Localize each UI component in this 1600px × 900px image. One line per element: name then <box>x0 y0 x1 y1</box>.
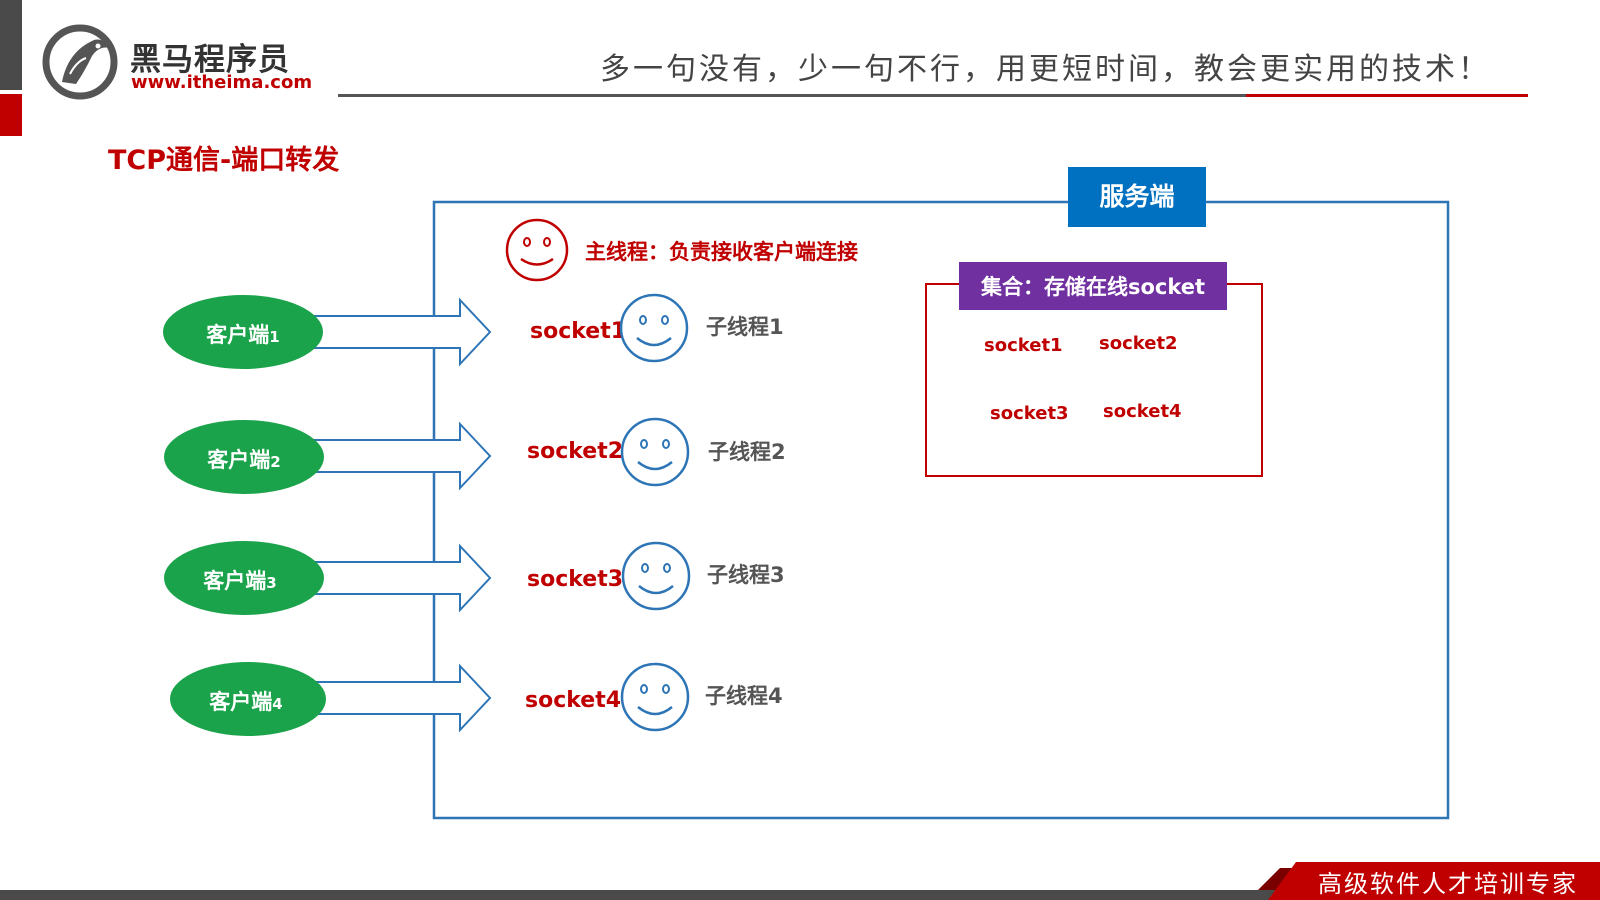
brand-url: www.itheima.com <box>131 72 313 93</box>
client-3-name: 客户端 <box>203 569 266 593</box>
footer-tagline: 高级软件人才培训专家 <box>1318 870 1578 898</box>
client-row-1: 客户端1 socket1 子线程1 <box>163 293 784 369</box>
main-thread-face-icon <box>505 218 569 282</box>
client-row-4: 客户端4 socket4 子线程4 <box>170 662 783 736</box>
server-label: 服务端 <box>1099 182 1174 211</box>
client-2-node <box>164 420 324 494</box>
client-2-name: 客户端 <box>207 448 270 472</box>
header-rule <box>338 94 1246 97</box>
client-2-arrow <box>309 423 491 489</box>
thread-1-face-icon <box>619 293 689 363</box>
collection-item-1: socket1 <box>984 335 1063 356</box>
header-rule-accent <box>1246 94 1528 97</box>
client-4-num: 4 <box>272 695 282 713</box>
server-label-box <box>1068 167 1206 227</box>
footer-bar <box>0 890 1600 900</box>
server-box <box>432 200 1450 820</box>
collection-item-4: socket4 <box>1103 401 1182 422</box>
client-row-3: 客户端3 socket3 子线程3 <box>164 541 785 615</box>
client-4-node <box>170 662 326 736</box>
main-thread-label: 主线程：负责接收客户端连接 <box>585 240 858 264</box>
client-1-num: 1 <box>269 328 279 346</box>
thread-3-face-icon <box>621 541 691 611</box>
thread-3-label: 子线程3 <box>707 563 785 587</box>
client-3-socket: socket3 <box>527 567 623 592</box>
client-1-node <box>163 295 323 369</box>
collection-box <box>925 283 1263 477</box>
brand-name: 黑马程序员 <box>130 42 290 78</box>
svg-text:客户端1: 客户端1 <box>206 323 279 347</box>
collection-item-2: socket2 <box>1099 333 1178 354</box>
collection-title-box <box>959 262 1227 310</box>
client-1-socket: socket1 <box>530 319 626 344</box>
thread-4-face-icon <box>620 662 690 732</box>
collection-title: 集合：存储在线socket <box>980 275 1205 299</box>
side-accent-gray <box>0 0 22 90</box>
slogan: 多一句没有，少一句不行，用更短时间，教会更实用的技术！ <box>600 52 1491 87</box>
collection-item-3: socket3 <box>990 403 1069 424</box>
footer-tab <box>1268 862 1600 900</box>
side-accent-red <box>0 94 22 136</box>
svg-text:客户端2: 客户端2 <box>207 448 280 472</box>
thread-2-face-icon <box>620 417 690 487</box>
horse-logo-icon <box>42 24 118 100</box>
thread-2-label: 子线程2 <box>708 440 786 464</box>
thread-4-label: 子线程4 <box>705 684 783 708</box>
client-2-num: 2 <box>270 453 280 471</box>
client-2-socket: socket2 <box>527 439 623 464</box>
client-1-name: 客户端 <box>206 323 269 347</box>
client-row-2: 客户端2 socket2 子线程2 <box>164 417 786 494</box>
client-3-arrow <box>309 545 491 611</box>
client-1-arrow <box>309 299 491 365</box>
thread-1-label: 子线程1 <box>706 315 784 339</box>
client-3-num: 3 <box>266 574 276 592</box>
client-4-socket: socket4 <box>525 688 621 713</box>
slide-title: TCP通信-端口转发 <box>108 145 340 176</box>
client-4-arrow <box>309 665 491 731</box>
client-4-name: 客户端 <box>209 690 272 714</box>
svg-text:客户端4: 客户端4 <box>209 690 282 714</box>
client-3-node <box>164 541 324 615</box>
svg-text:客户端3: 客户端3 <box>203 569 276 593</box>
